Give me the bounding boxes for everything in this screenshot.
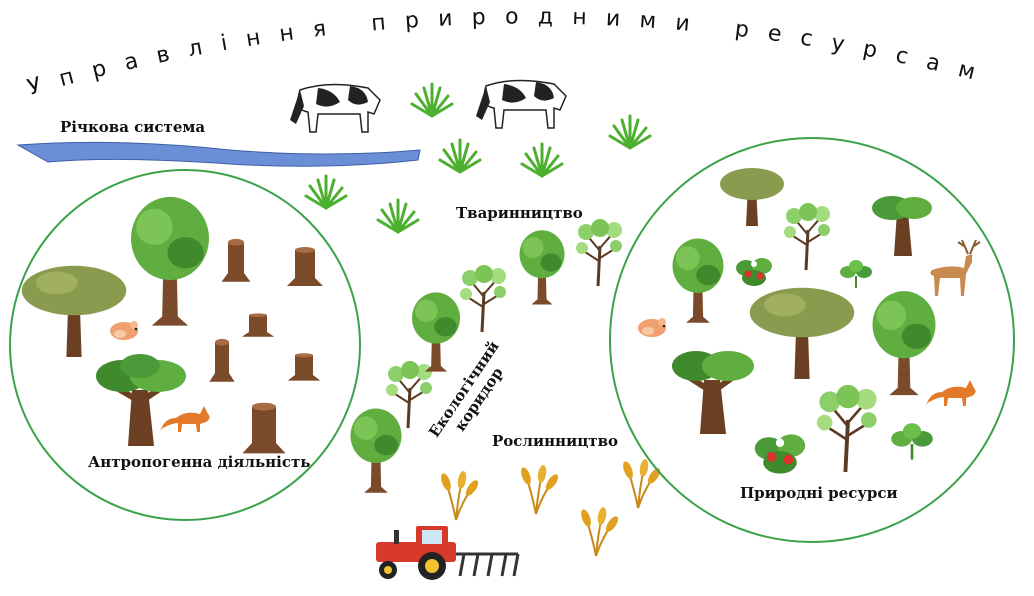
cow-icon (475, 79, 567, 129)
tree-icon (672, 351, 754, 434)
tree-icon (814, 382, 879, 474)
grass-icon (304, 174, 348, 210)
tree-icon (22, 266, 127, 357)
tree-icon (350, 408, 402, 493)
wheat-icon (578, 505, 622, 557)
crop-label: Рослинництво (492, 432, 618, 450)
tree-icon (872, 291, 936, 396)
tree-icon (720, 168, 784, 226)
cow-icon (289, 83, 381, 133)
stump-icon (241, 313, 275, 337)
stump-icon (209, 338, 235, 382)
natural-resources-label: Природні ресурси (740, 484, 898, 502)
fox-icon (926, 380, 976, 406)
tree-icon (574, 217, 624, 288)
tree-icon (519, 230, 565, 305)
tree-icon (872, 196, 932, 256)
tree-icon (131, 196, 209, 326)
clover-icon (839, 259, 873, 289)
anthropogenic-circle (9, 169, 361, 521)
tree-icon (96, 354, 186, 446)
fox-icon (160, 406, 210, 432)
stump-icon (287, 247, 323, 286)
stump-icon (221, 238, 251, 282)
deer-icon (929, 239, 981, 297)
tree-icon (458, 263, 508, 334)
stump-icon (242, 402, 286, 454)
river-label: Річкова система (60, 118, 205, 136)
grass-icon (376, 198, 420, 234)
grass-icon (410, 82, 454, 118)
clover-icon (889, 421, 935, 461)
strawberry-plant-icon (754, 434, 806, 474)
strawberry-plant-icon (736, 258, 772, 286)
tree-icon (672, 238, 724, 323)
grass-icon (438, 138, 482, 174)
tree-icon (412, 292, 460, 372)
tree-icon (782, 201, 832, 272)
river-shape (16, 141, 421, 167)
hamster-icon (110, 321, 138, 340)
anthropogenic-label: Антропогенна діяльність (88, 453, 310, 471)
tractor-icon (376, 526, 520, 580)
wheat-icon (518, 463, 562, 515)
tree-icon (750, 288, 855, 379)
natural-resources-circle (609, 137, 1015, 543)
livestock-label: Тваринництво (456, 204, 583, 222)
grass-icon (608, 114, 652, 150)
wheat-icon (620, 457, 664, 509)
hamster-icon (638, 318, 666, 337)
stump-icon (287, 353, 321, 381)
wheat-icon (438, 469, 482, 521)
grass-icon (520, 142, 564, 178)
